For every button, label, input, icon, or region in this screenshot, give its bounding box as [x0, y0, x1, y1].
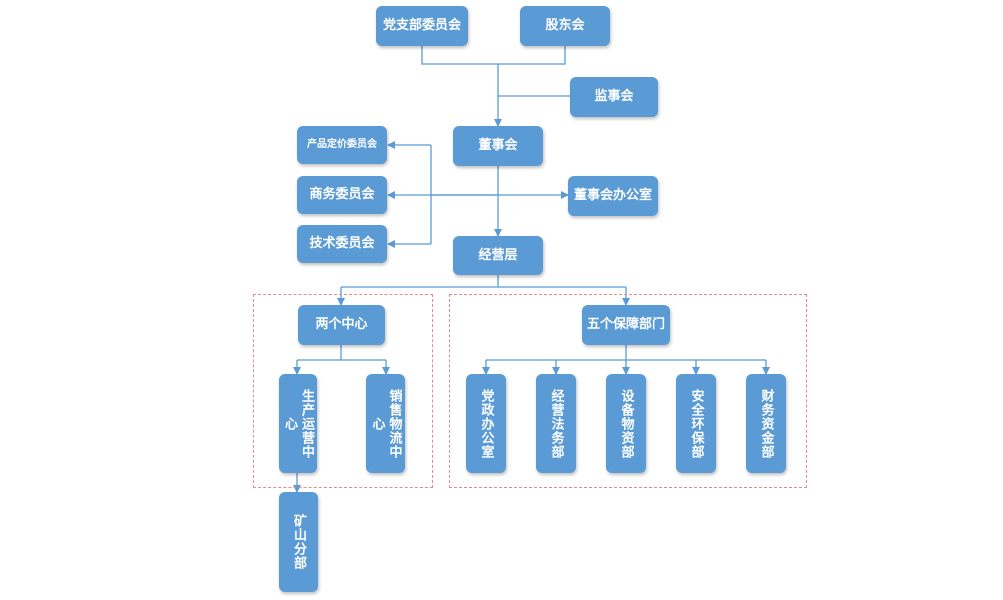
two-centers-group — [253, 294, 433, 488]
finance-dept-node[interactable]: 财务资金部 — [746, 374, 786, 473]
five-departments-node[interactable]: 五个保障部门 — [582, 305, 670, 345]
tech-committee-node[interactable]: 技术委员会 — [297, 225, 387, 263]
pricing-committee-node[interactable]: 产品定价委员会 — [297, 126, 387, 164]
two-centers-node[interactable]: 两个中心 — [298, 305, 385, 345]
production-center-node[interactable]: 生产运营中心 — [279, 374, 317, 473]
five-departments-group — [449, 294, 807, 488]
safety-dept-node[interactable]: 安全环保部 — [676, 374, 716, 473]
line-party-committee — [421, 46, 498, 65]
line-shareholders — [498, 46, 566, 65]
party-committee-node[interactable]: 党支部委员会 — [376, 6, 468, 46]
board-office-node[interactable]: 董事会办公室 — [568, 176, 658, 216]
supervisors-node[interactable]: 监事会 — [570, 77, 658, 117]
equipment-dept-node[interactable]: 设备物资部 — [606, 374, 646, 473]
sales-center-node[interactable]: 销售物流中心 — [366, 374, 405, 473]
shareholders-node[interactable]: 股东会 — [520, 6, 610, 46]
management-node[interactable]: 经营层 — [453, 236, 543, 275]
legal-dept-node[interactable]: 经营法务部 — [536, 374, 576, 473]
business-committee-node[interactable]: 商务委员会 — [297, 176, 387, 214]
board-node[interactable]: 董事会 — [453, 126, 543, 166]
party-office-node[interactable]: 党政办公室 — [466, 374, 506, 473]
mine-branch-node[interactable]: 矿山分部 — [279, 492, 318, 592]
